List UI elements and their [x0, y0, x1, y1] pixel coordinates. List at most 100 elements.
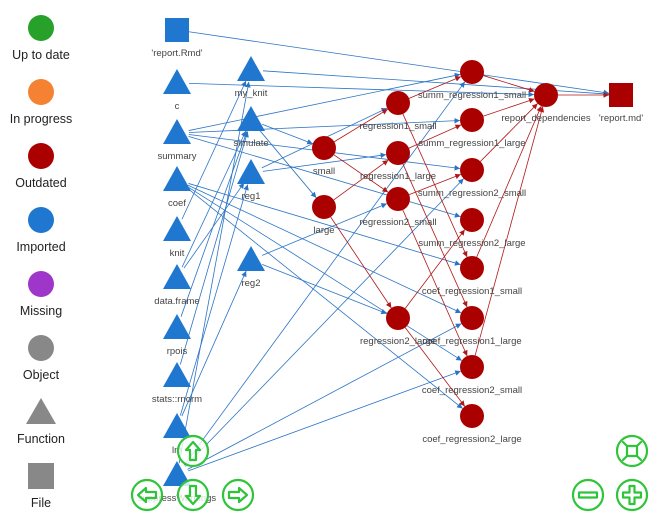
node-label: regression1_large [360, 171, 436, 182]
node-coef-regression2-small[interactable]: coef_regression2_small [422, 355, 522, 396]
node-label: my_knit [235, 88, 268, 99]
node-report-dependencies[interactable]: report_dependencies [501, 83, 591, 124]
node-triangle-icon[interactable] [163, 264, 191, 289]
node-circle-icon[interactable] [460, 404, 484, 428]
node-regression1-large[interactable]: regression1_large [360, 141, 436, 182]
node-coef[interactable]: coef [163, 166, 191, 209]
fit-button[interactable] [615, 434, 649, 468]
node-label: report_dependencies [501, 113, 591, 124]
edge-summary-to-summ_regression1_large [188, 117, 461, 133]
node-circle-icon[interactable] [312, 195, 336, 219]
edge-reg2-to-regression2_large [262, 264, 387, 315]
node-regression1-small[interactable]: regression1_small [359, 91, 437, 132]
edge-coef_regression2_small-to-report_dependencies [474, 106, 545, 356]
node-square-icon[interactable] [165, 18, 189, 42]
node-summ-regression2-large[interactable]: summ_regression2_large [418, 208, 526, 249]
node-triangle-icon[interactable] [237, 246, 265, 271]
node-circle-icon[interactable] [460, 256, 484, 280]
node-label: simulate [233, 138, 268, 149]
node-label: large [313, 225, 334, 236]
down-button[interactable] [176, 478, 210, 512]
node-suppress-warnings[interactable]: suppressWarnings [138, 461, 217, 504]
node-triangle-icon[interactable] [237, 106, 265, 131]
legend-item-up-to-date: Up to date [12, 15, 70, 62]
edge-small-to-regression1_small [334, 108, 388, 143]
zoom_in-button[interactable] [615, 478, 649, 512]
node-data-frame[interactable]: data.frame [154, 264, 200, 307]
edge-regression1_large-to-summ_regression1_large [408, 124, 462, 149]
node-report-md[interactable]: 'report.md' [599, 83, 643, 124]
node-circle-icon[interactable] [460, 306, 484, 330]
node-label: suppressWarnings [138, 493, 217, 504]
node-summ-regression1-large[interactable]: summ_regression1_large [418, 108, 526, 149]
node-triangle-icon[interactable] [163, 216, 191, 241]
node-circle-icon[interactable] [534, 83, 558, 107]
legend-circle-icon [28, 143, 54, 169]
node-label: coef_regression1_large [422, 336, 521, 347]
node-my-knit[interactable]: my_knit [235, 56, 268, 99]
node-circle-icon[interactable] [460, 60, 484, 84]
node-c[interactable]: c [163, 69, 191, 112]
zoom_out-button[interactable] [571, 478, 605, 512]
node-summ-regression2-small[interactable]: summ_regression2_small [418, 158, 526, 199]
node-stats-rnorm[interactable]: stats::rnorm [152, 362, 202, 405]
node-regression2-large[interactable]: regression2_large [360, 306, 436, 347]
node-triangle-icon[interactable] [163, 119, 191, 144]
node-simulate[interactable]: simulate [233, 106, 269, 149]
edge-coef-to-coef_regression1_large [187, 184, 462, 314]
node-circle-icon[interactable] [460, 355, 484, 379]
node-triangle-icon[interactable] [163, 314, 191, 339]
node-small[interactable]: small [312, 136, 336, 177]
node-coef-regression2-large[interactable]: coef_regression2_large [422, 404, 522, 445]
minus-icon [577, 491, 599, 499]
legend-circle-icon [28, 79, 54, 105]
node-reg1[interactable]: reg1 [237, 159, 265, 202]
legend-label: Function [17, 432, 65, 446]
node-label: regression1_small [359, 121, 436, 132]
node-circle-icon[interactable] [386, 306, 410, 330]
edge-large-to-regression2_large [330, 216, 392, 309]
node-circle-icon[interactable] [460, 208, 484, 232]
up-button[interactable] [176, 434, 210, 468]
node-knit[interactable]: knit [163, 216, 191, 259]
node-triangle-icon[interactable] [163, 362, 191, 387]
node-triangle-icon[interactable] [237, 56, 265, 81]
node-circle-icon[interactable] [460, 158, 484, 182]
node-circle-icon[interactable] [312, 136, 336, 160]
node-circle-icon[interactable] [386, 141, 410, 165]
node-label: c [175, 101, 180, 112]
legend-circle-icon [28, 335, 54, 361]
node-label: stats::rnorm [152, 394, 202, 405]
left-button[interactable] [130, 478, 164, 512]
node-label: reg2 [241, 278, 260, 289]
node-report-rmd[interactable]: 'report.Rmd' [151, 18, 203, 59]
node-coef-regression1-large[interactable]: coef_regression1_large [422, 306, 522, 347]
node-coef-regression1-small[interactable]: coef_regression1_small [422, 256, 522, 297]
node-summary[interactable]: summary [157, 119, 197, 162]
node-regression2-small[interactable]: regression2_small [359, 187, 437, 228]
edge-regression2_small-to-summ_regression2_small [409, 173, 461, 195]
node-triangle-icon[interactable] [163, 461, 191, 486]
node-triangle-icon[interactable] [237, 159, 265, 184]
node-circle-icon[interactable] [460, 108, 484, 132]
legend-item-missing: Missing [20, 271, 62, 318]
node-summ-regression1-small[interactable]: summ_regression1_small [418, 60, 526, 101]
node-triangle-icon[interactable] [163, 69, 191, 94]
edge-suppress_warnings-to-summ_regression2_small [185, 178, 464, 467]
edge-regression1_large-to-coef_regression1_large [402, 163, 468, 308]
node-circle-icon[interactable] [386, 91, 410, 115]
node-reg2[interactable]: reg2 [237, 246, 265, 289]
node-triangle-icon[interactable] [163, 413, 191, 438]
node-large[interactable]: large [312, 195, 336, 236]
node-rpois[interactable]: rpois [163, 314, 191, 357]
edge-lm-to-reg1 [179, 184, 249, 416]
fit-to-screen-icon [621, 440, 643, 462]
node-label: summ_regression2_small [418, 188, 526, 199]
node-circle-icon[interactable] [386, 187, 410, 211]
edge-knit-to-my_knit [181, 80, 247, 220]
node-triangle-icon[interactable] [163, 166, 191, 191]
node-square-icon[interactable] [609, 83, 633, 107]
right-button[interactable] [221, 478, 255, 512]
